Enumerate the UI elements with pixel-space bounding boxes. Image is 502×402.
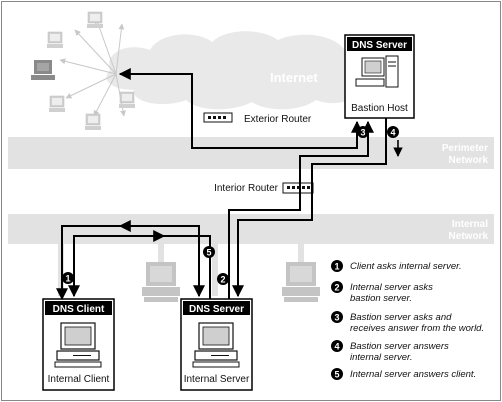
svg-text:3: 3 bbox=[334, 313, 339, 323]
svg-text:2: 2 bbox=[334, 283, 339, 293]
flow-5-path bbox=[68, 235, 211, 299]
internet-cloud: Internet bbox=[106, 31, 367, 110]
interior-router-label: Interior Router bbox=[214, 183, 279, 194]
flow-4-path bbox=[232, 118, 387, 298]
legend-item-1: 1 Client asks internal server. bbox=[331, 260, 462, 272]
exterior-router: Exterior Router bbox=[203, 112, 312, 125]
step-marker-1: 1 bbox=[62, 272, 74, 284]
svg-text:1: 1 bbox=[65, 274, 70, 284]
legend: 1 Client asks internal server. 2 Interna… bbox=[331, 260, 484, 380]
svg-text:Internal server answers client: Internal server answers client. bbox=[350, 369, 476, 380]
svg-text:Internal server asks: Internal server asks bbox=[350, 282, 433, 293]
legend-item-5: 5 Internal server answers client. bbox=[331, 368, 476, 380]
svg-text:Client asks internal server.: Client asks internal server. bbox=[350, 261, 462, 272]
dns-client-computer-icon bbox=[54, 322, 102, 368]
remote-computer-icon bbox=[86, 11, 104, 29]
step-marker-5: 5 bbox=[203, 246, 215, 258]
flow-3-path bbox=[118, 68, 363, 149]
internal-network-label-line1: Internal bbox=[452, 219, 488, 230]
flow-2-path bbox=[228, 120, 374, 299]
remote-computer-icon bbox=[84, 113, 102, 131]
svg-text:4: 4 bbox=[390, 128, 395, 138]
perimeter-network-label-line1: Perimeter bbox=[442, 143, 488, 154]
dns-query-flows bbox=[56, 68, 387, 301]
dns-client-host: DNS Client Internal Client bbox=[42, 298, 115, 391]
svg-text:Bastion server asks and: Bastion server asks and bbox=[350, 312, 452, 323]
svg-text:1: 1 bbox=[334, 262, 339, 272]
svg-text:Bastion server answers: Bastion server answers bbox=[350, 341, 449, 352]
bastion-host-label: Bastion Host bbox=[351, 103, 408, 114]
internet-label: Internet bbox=[270, 70, 318, 85]
svg-text:internal server.: internal server. bbox=[350, 352, 412, 363]
remote-computer-icon bbox=[46, 31, 64, 49]
svg-text:2: 2 bbox=[220, 275, 225, 285]
legend-item-2: 2 Internal server asks bastion server. bbox=[331, 281, 433, 304]
exterior-router-label: Exterior Router bbox=[244, 114, 312, 125]
svg-text:5: 5 bbox=[206, 248, 211, 258]
dns-internal-server-label: Internal Server bbox=[184, 374, 250, 385]
svg-text:receives answer from the world: receives answer from the world. bbox=[350, 323, 484, 334]
internal-network-label-line2: Network bbox=[449, 231, 489, 242]
interior-router: Interior Router bbox=[214, 182, 314, 194]
internal-host-computer-icon bbox=[142, 262, 180, 302]
svg-text:3: 3 bbox=[360, 128, 365, 138]
bastion-host-computer-icon bbox=[355, 55, 399, 88]
remote-computer-icon bbox=[118, 91, 136, 109]
step-marker-3: 3 bbox=[357, 126, 369, 138]
legend-item-3: 3 Bastion server asks and receives answe… bbox=[331, 311, 484, 334]
svg-text:bastion server.: bastion server. bbox=[350, 293, 412, 304]
bastion-host: DNS Server Bastion Host bbox=[344, 34, 415, 119]
step-marker-2: 2 bbox=[217, 273, 229, 285]
dns-client-header: DNS Client bbox=[53, 304, 105, 315]
dns-internal-server-computer-icon bbox=[192, 322, 240, 368]
legend-item-4: 4 Bastion server answers internal server… bbox=[331, 340, 449, 363]
perimeter-network-label-line2: Network bbox=[449, 155, 489, 166]
bastion-host-header: DNS Server bbox=[352, 40, 407, 51]
dns-internal-server-header: DNS Server bbox=[189, 304, 244, 315]
step-marker-4: 4 bbox=[387, 126, 399, 138]
remote-hosts bbox=[31, 11, 136, 131]
perimeter-network: Perimeter Network bbox=[8, 137, 494, 169]
dns-client-label: Internal Client bbox=[48, 374, 110, 385]
internal-host-computer-icon bbox=[282, 262, 320, 302]
remote-computer-icon bbox=[48, 95, 66, 113]
svg-text:4: 4 bbox=[334, 342, 339, 352]
svg-text:5: 5 bbox=[334, 370, 339, 380]
dns-internal-server-host: DNS Server Internal Server bbox=[180, 298, 253, 391]
remote-computer-icon bbox=[31, 60, 55, 80]
